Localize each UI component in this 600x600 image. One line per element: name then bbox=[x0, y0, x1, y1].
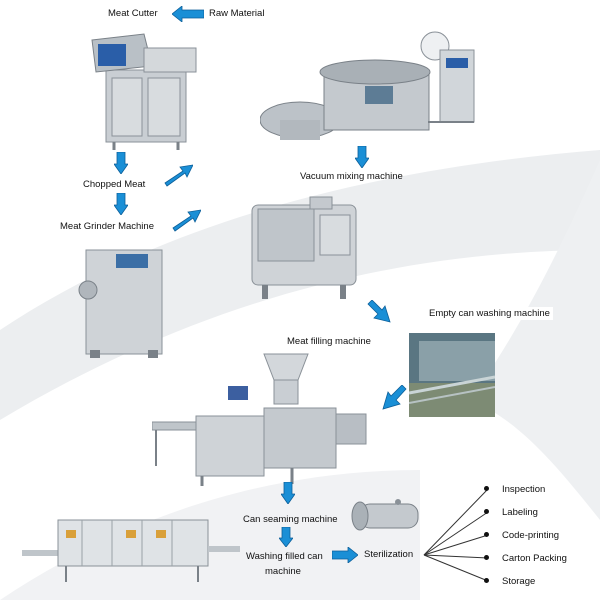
meat-grinder-machine bbox=[78, 249, 163, 358]
down-arrow-cutter bbox=[114, 152, 128, 174]
empty-can-washing-label: Empty can washing machine bbox=[426, 307, 553, 320]
output-bullet bbox=[484, 486, 489, 491]
raw-material-label: Raw Material bbox=[209, 8, 265, 19]
meat-grinder-label: Meat Grinder Machine bbox=[60, 221, 154, 232]
output-inspection: Inspection bbox=[502, 484, 546, 495]
meat-filling-label: Meat filling machine bbox=[287, 336, 371, 347]
diag-arrow-to-washer bbox=[367, 300, 391, 323]
washing-filled-label-1: Washing filled can bbox=[246, 551, 323, 562]
down-arrow-chopped bbox=[114, 193, 128, 215]
sterilization-retort bbox=[351, 499, 419, 531]
washing-filled-label-2: machine bbox=[265, 566, 301, 577]
meat-cutter-machine bbox=[91, 33, 197, 150]
meat-cutter-label: Meat Cutter bbox=[108, 8, 158, 19]
arrow-washer-to-filler bbox=[382, 385, 407, 410]
output-storage: Storage bbox=[502, 576, 536, 587]
vacuum-mixing-label: Vacuum mixing machine bbox=[300, 171, 403, 182]
diag-arrow-to-bowl bbox=[164, 164, 193, 187]
raw-material-arrow bbox=[172, 6, 204, 22]
output-fan-lines bbox=[423, 488, 489, 582]
down-arrow-bowl bbox=[355, 146, 369, 168]
output-carton-packing: Carton Packing bbox=[502, 553, 567, 564]
diag-arrow-to-mixer bbox=[172, 209, 201, 232]
washing-filled-can-machine bbox=[22, 519, 240, 582]
meat-filling-machine bbox=[152, 353, 367, 486]
output-bullet bbox=[484, 509, 489, 514]
vacuum-mixing-machine bbox=[251, 196, 357, 299]
chopped-meat-label: Chopped Meat bbox=[83, 179, 146, 190]
down-arrow-seaming bbox=[279, 527, 293, 547]
output-bullet bbox=[484, 555, 489, 560]
can-seaming-label: Can seaming machine bbox=[243, 514, 338, 525]
output-bullet bbox=[484, 532, 489, 537]
empty-can-washing-photo bbox=[409, 333, 495, 417]
bowl-cutter-machine bbox=[260, 31, 475, 140]
output-code-printing: Code-printing bbox=[502, 530, 560, 541]
output-labeling: Labeling bbox=[502, 507, 538, 518]
down-arrow-filler bbox=[281, 482, 295, 504]
right-arrow-to-sterilization bbox=[332, 547, 358, 563]
output-bullet bbox=[484, 578, 489, 583]
sterilization-label: Sterilization bbox=[364, 549, 414, 560]
